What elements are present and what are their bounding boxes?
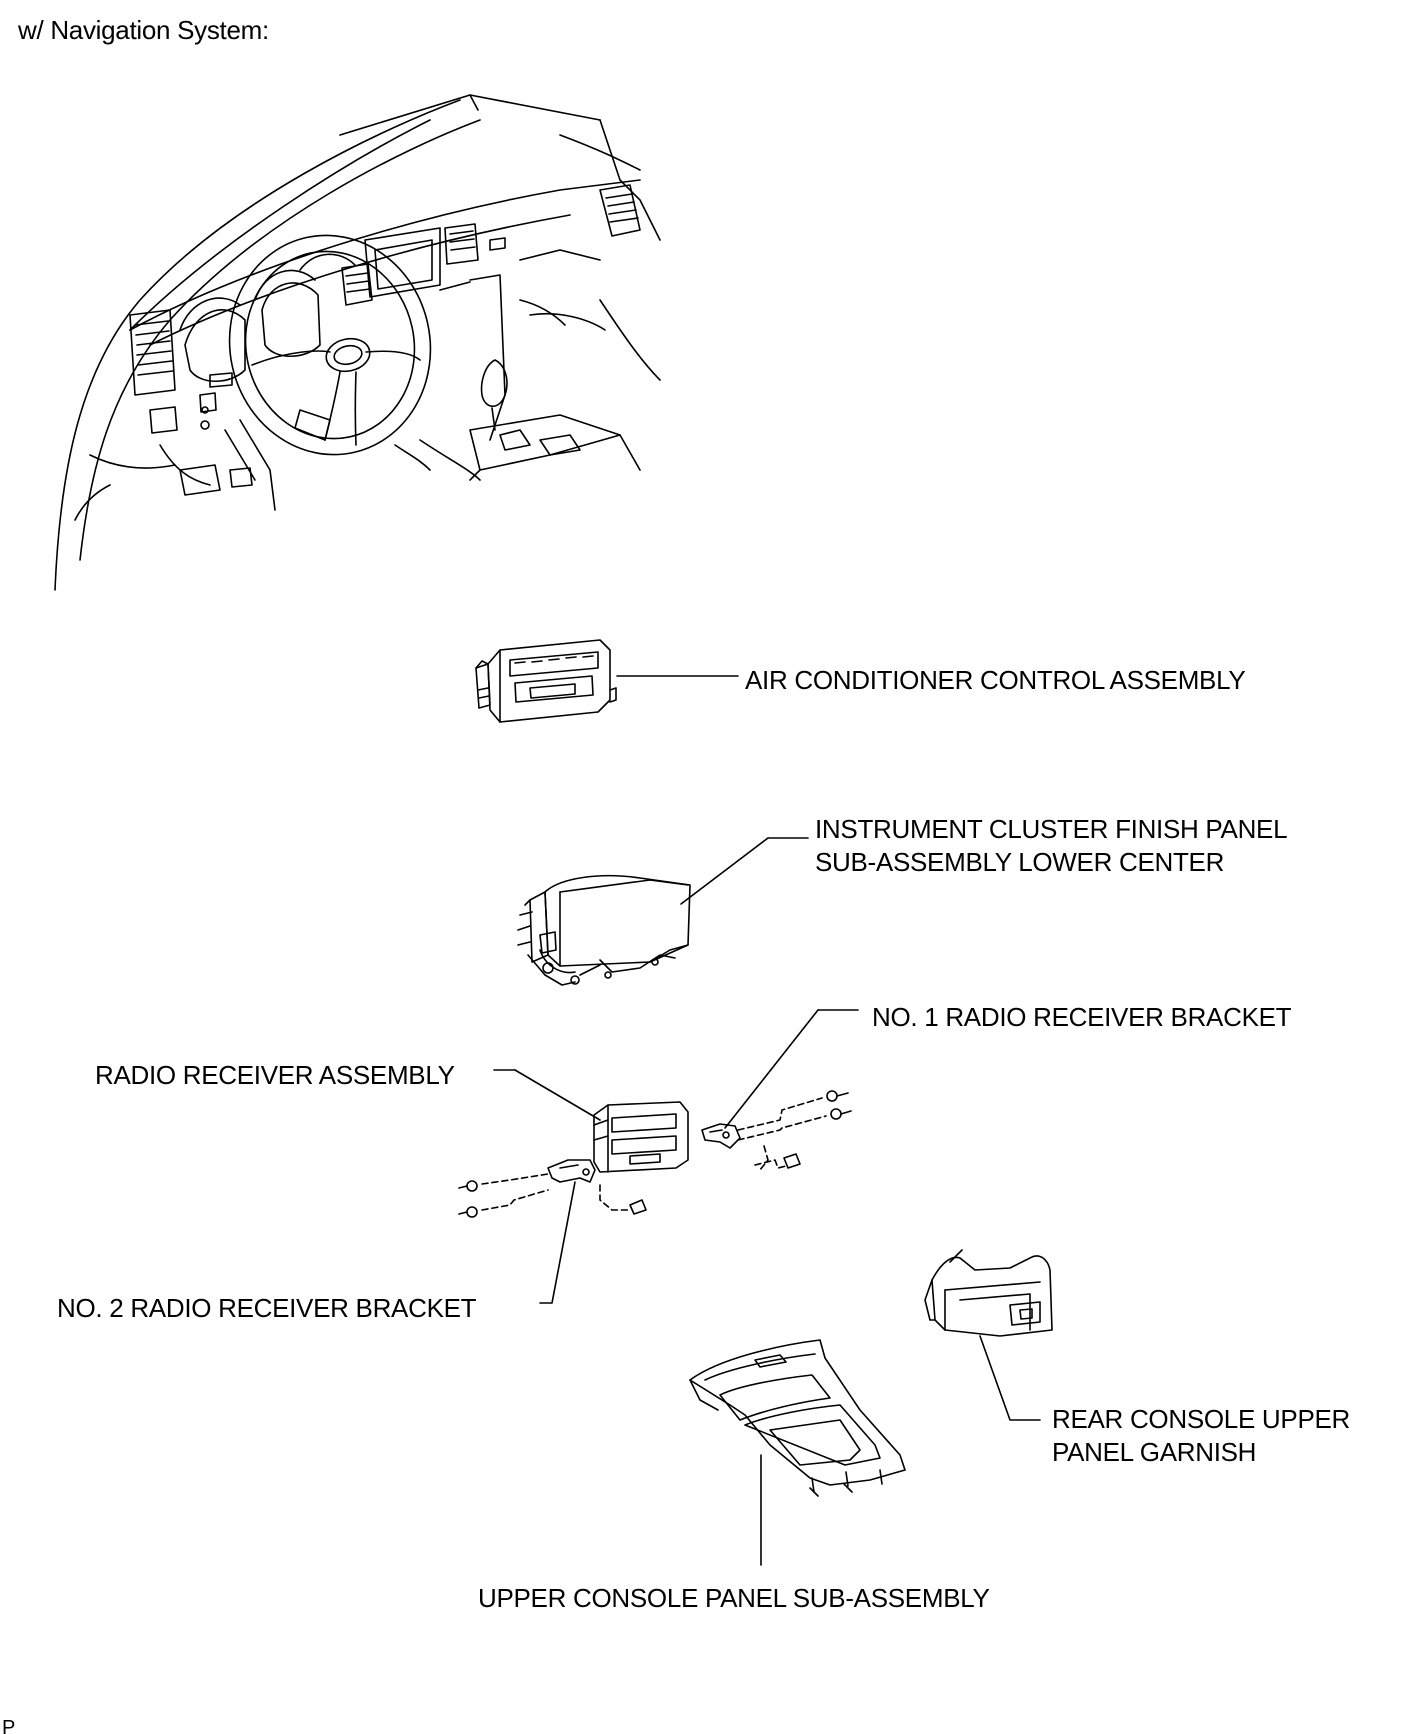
label-no1-radio-receiver-bracket: NO. 1 RADIO RECEIVER BRACKET [872,1002,1292,1032]
instrument-cluster-finish-panel-part [518,876,690,985]
screws-right [738,1091,851,1170]
label-instrument-cluster-finish-panel: INSTRUMENT CLUSTER FINISH PANEL SUB-ASSE… [815,813,1288,879]
label-rear-console-upper-panel-garnish: REAR CONSOLE UPPER PANEL GARNISH [1052,1403,1350,1469]
label-no2-radio-receiver-bracket: NO. 2 RADIO RECEIVER BRACKET [57,1293,477,1323]
page-code: P [2,1717,16,1734]
leader-instrument-cluster [681,838,768,904]
label-line: PANEL GARNISH [1052,1437,1257,1467]
rear-console-garnish-part [925,1250,1052,1336]
label-air-conditioner-control-assembly: AIR CONDITIONER CONTROL ASSEMBLY [745,665,1246,695]
no2-radio-bracket-part [548,1160,595,1182]
label-line: SUB-ASSEMBLY LOWER CENTER [815,847,1225,877]
diagram-title: w/ Navigation System: [18,15,269,45]
label-line: INSTRUMENT CLUSTER FINISH PANEL [815,814,1288,844]
label-line: REAR CONSOLE UPPER [1052,1404,1351,1434]
radio-receiver-part [594,1102,688,1172]
leader-no1-bracket [725,1010,818,1128]
leader-radio-receiver [515,1070,600,1120]
leader-no2-bracket [540,1182,575,1303]
no1-radio-bracket-part [702,1124,740,1148]
air-conditioner-control-part [476,640,616,722]
upper-console-panel-part [690,1340,905,1496]
label-radio-receiver-assembly: RADIO RECEIVER ASSEMBLY [95,1060,455,1090]
screws-left [459,1174,646,1217]
leader-rear-console [980,1336,1040,1420]
dashboard-illustration [55,95,660,590]
label-upper-console-panel-sub-assembly: UPPER CONSOLE PANEL SUB-ASSEMBLY [478,1583,990,1613]
